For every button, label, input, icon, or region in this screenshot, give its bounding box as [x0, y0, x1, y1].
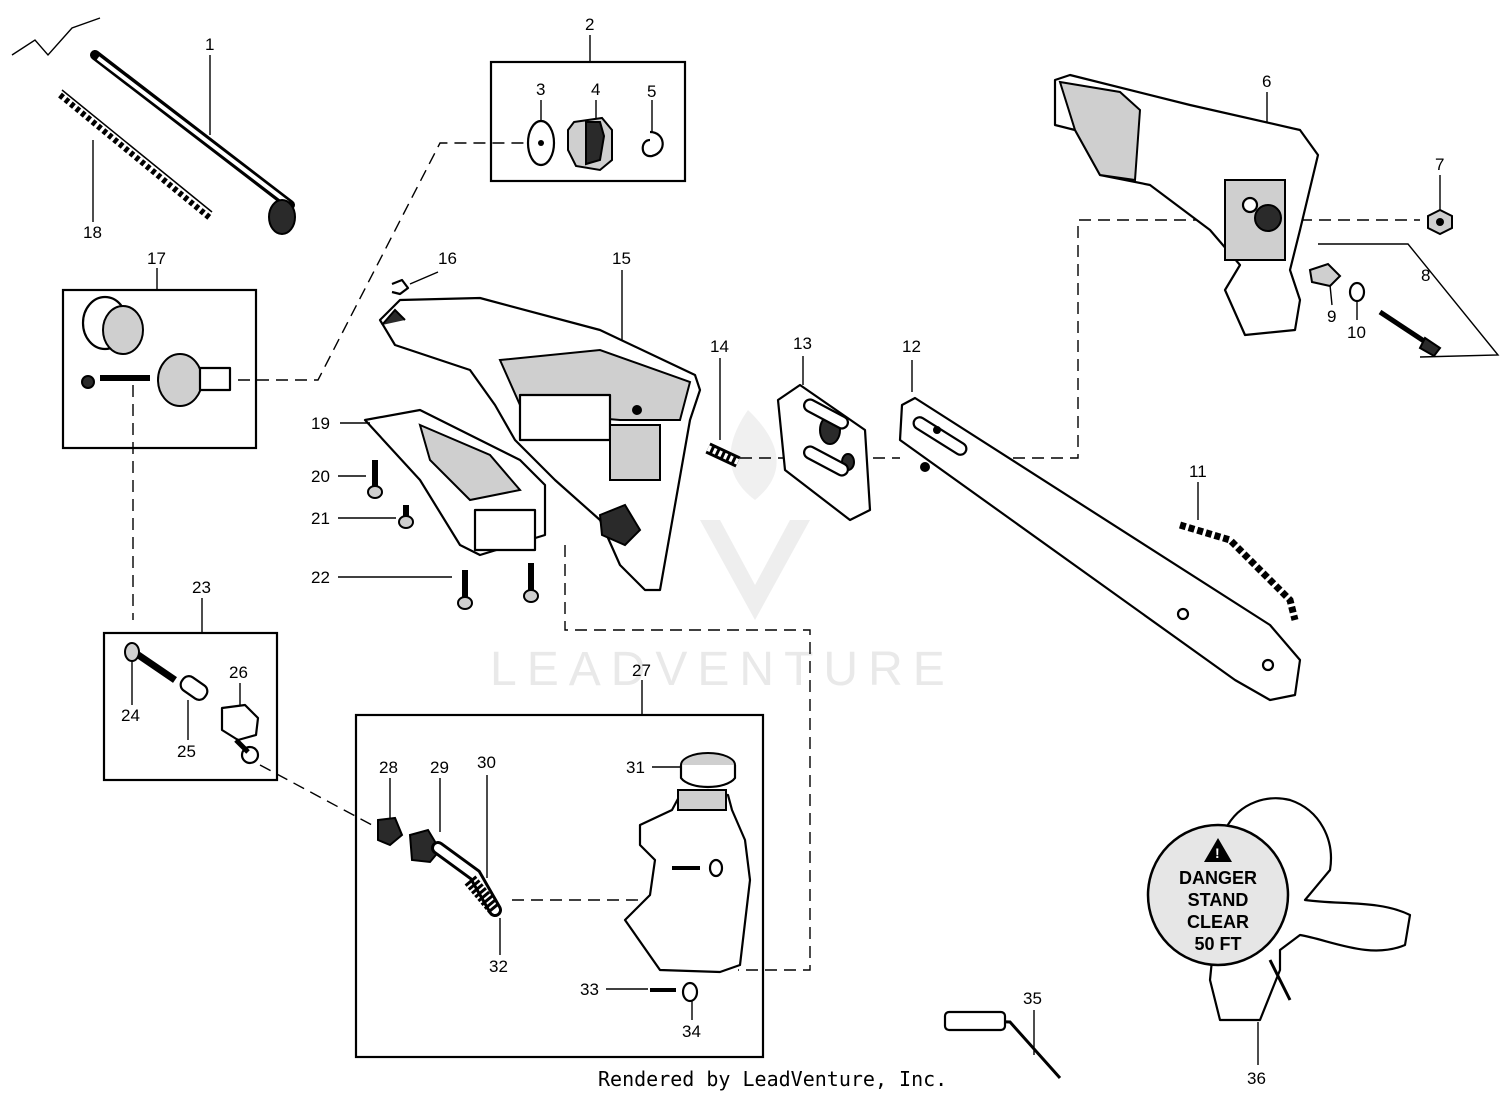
- callout-29: 29: [430, 758, 449, 777]
- guide-bar-and-chain: [898, 396, 1302, 702]
- callout-21: 21: [311, 509, 330, 528]
- callout-27: 27: [632, 661, 651, 680]
- box-part-17: [61, 288, 258, 450]
- callout-15: 15: [612, 249, 631, 268]
- small-clip: [391, 278, 410, 296]
- gear-housing: [378, 296, 702, 592]
- connection-lines: [132, 142, 1420, 971]
- callout-34: 34: [682, 1022, 701, 1041]
- callout-16: 16: [438, 249, 457, 268]
- callout-23: 23: [192, 578, 211, 597]
- danger-label-line-2: STAND: [1188, 890, 1249, 910]
- callout-10: 10: [1347, 323, 1366, 342]
- stud: [705, 442, 741, 468]
- callout-2: 2: [585, 15, 594, 34]
- hardware-right: [1308, 208, 1500, 358]
- callout-numbers: 1 2 3 4 5 6 7 8 9 10 11 12 13 14 15 16 1…: [83, 15, 1444, 1088]
- callout-19: 19: [311, 414, 330, 433]
- bar-plate: [776, 383, 872, 522]
- oil-pump-assembly: [124, 642, 260, 765]
- warning-icon: !: [1215, 845, 1220, 861]
- callout-24: 24: [121, 706, 140, 725]
- callout-13: 13: [793, 334, 812, 353]
- callout-25: 25: [177, 742, 196, 761]
- danger-label-line-4: 50 FT: [1194, 934, 1241, 954]
- callout-35: 35: [1023, 989, 1042, 1008]
- scrench-tool: [943, 1010, 1062, 1079]
- drive-gear-assembly: [81, 295, 232, 407]
- callout-31: 31: [626, 758, 645, 777]
- callout-8: 8: [1421, 266, 1430, 285]
- callout-3: 3: [536, 80, 545, 99]
- housing-cover: [363, 408, 547, 557]
- callout-5: 5: [647, 82, 656, 101]
- callout-20: 20: [311, 467, 330, 486]
- box-part-27: [354, 713, 765, 1059]
- sprocket-assembly: [526, 116, 664, 172]
- callout-6: 6: [1262, 72, 1271, 91]
- callout-26: 26: [229, 663, 248, 682]
- callout-12: 12: [902, 337, 921, 356]
- danger-label: ! DANGER STAND CLEAR 50 FT: [1146, 823, 1290, 967]
- callout-4: 4: [591, 80, 600, 99]
- callout-33: 33: [580, 980, 599, 999]
- watermark-text: LEADVENTURE: [490, 643, 955, 696]
- callout-22: 22: [311, 568, 330, 587]
- screws: [367, 460, 539, 610]
- callout-9: 9: [1327, 307, 1336, 326]
- callout-32: 32: [489, 957, 508, 976]
- drive-shaft-tube: [11, 17, 296, 235]
- callout-14: 14: [710, 337, 729, 356]
- box-part-23: [102, 631, 279, 782]
- callout-30: 30: [477, 753, 496, 772]
- leadventure-flame-logo-icon: [700, 410, 810, 620]
- footer-credit: Rendered by LeadVenture, Inc.: [598, 1067, 947, 1091]
- danger-label-line-3: CLEAR: [1187, 912, 1249, 932]
- callout-1: 1: [205, 35, 214, 54]
- danger-label-line-1: DANGER: [1179, 868, 1257, 888]
- oil-tank-assembly: [377, 752, 752, 1003]
- callout-28: 28: [379, 758, 398, 777]
- watermark: LEADVENTURE: [490, 410, 955, 696]
- box-part-2: [489, 60, 687, 183]
- callout-17: 17: [147, 249, 166, 268]
- bar-cover: [1053, 73, 1320, 337]
- leader-lines: [92, 35, 1441, 1065]
- callout-11: 11: [1189, 462, 1207, 481]
- callout-36: 36: [1247, 1069, 1266, 1088]
- callout-7: 7: [1435, 155, 1444, 174]
- callout-18: 18: [83, 223, 102, 242]
